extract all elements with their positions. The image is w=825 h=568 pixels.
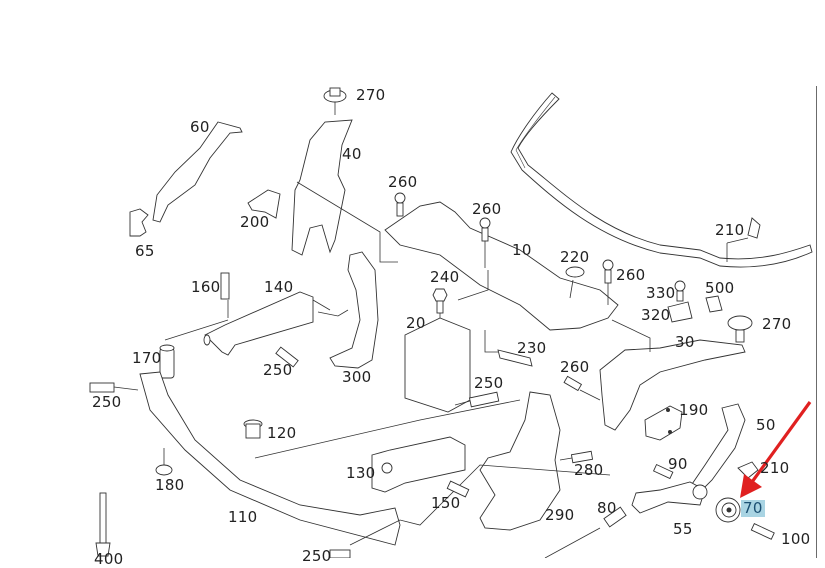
callout-290[interactable]: 290 bbox=[545, 506, 575, 524]
bolt-90 bbox=[652, 463, 674, 480]
rivet-400 bbox=[95, 492, 111, 557]
callout-500[interactable]: 500 bbox=[705, 279, 735, 297]
callout-140[interactable]: 140 bbox=[264, 278, 294, 296]
sleeve-80 bbox=[544, 506, 627, 559]
bolt-260-mid bbox=[563, 375, 601, 401]
bracket-190 bbox=[644, 405, 683, 441]
callout-250[interactable]: 250 bbox=[92, 393, 122, 411]
callout-270[interactable]: 270 bbox=[356, 86, 386, 104]
callout-230[interactable]: 230 bbox=[517, 339, 547, 357]
bracket-290 bbox=[479, 391, 561, 531]
callout-70-highlighted[interactable]: 70 bbox=[741, 499, 765, 517]
bracket-20 bbox=[404, 270, 489, 413]
clip-210 bbox=[726, 217, 761, 262]
callout-400[interactable]: 400 bbox=[94, 550, 124, 568]
bracket-230 bbox=[484, 330, 533, 367]
callout-260[interactable]: 260 bbox=[560, 358, 590, 376]
control-arm-50 bbox=[631, 403, 746, 514]
cap-120 bbox=[243, 419, 263, 439]
callout-270[interactable]: 270 bbox=[762, 315, 792, 333]
callout-10[interactable]: 10 bbox=[512, 241, 532, 259]
callout-210[interactable]: 210 bbox=[760, 459, 790, 477]
callout-250[interactable]: 250 bbox=[474, 374, 504, 392]
callout-55[interactable]: 55 bbox=[673, 520, 693, 538]
callout-320[interactable]: 320 bbox=[641, 306, 671, 324]
bolt-270-top bbox=[323, 87, 347, 115]
bolts-260 bbox=[394, 192, 614, 305]
bushing-70 bbox=[715, 497, 741, 523]
callout-330[interactable]: 330 bbox=[646, 284, 676, 302]
callout-260[interactable]: 260 bbox=[616, 266, 646, 284]
callout-260[interactable]: 260 bbox=[388, 173, 418, 191]
callout-190[interactable]: 190 bbox=[679, 401, 709, 419]
callout-240[interactable]: 240 bbox=[430, 268, 460, 286]
callout-200[interactable]: 200 bbox=[240, 213, 270, 231]
callout-40[interactable]: 40 bbox=[342, 145, 362, 163]
sleeve-170 bbox=[159, 344, 175, 379]
callout-180[interactable]: 180 bbox=[155, 476, 185, 494]
crossmember-10 bbox=[384, 201, 619, 331]
callout-30[interactable]: 30 bbox=[675, 333, 695, 351]
callout-300[interactable]: 300 bbox=[342, 368, 372, 386]
callout-110[interactable]: 110 bbox=[228, 508, 258, 526]
arm-140 bbox=[164, 272, 331, 356]
callout-50[interactable]: 50 bbox=[756, 416, 776, 434]
bolt-280 bbox=[559, 450, 594, 464]
callout-250[interactable]: 250 bbox=[263, 361, 293, 379]
bolt-100 bbox=[750, 523, 775, 540]
bolts-250 bbox=[89, 346, 500, 559]
bracket-60 bbox=[152, 121, 243, 223]
callout-170[interactable]: 170 bbox=[132, 349, 162, 367]
bumper-beam-110 bbox=[139, 371, 611, 546]
bracket-30 bbox=[599, 319, 746, 431]
callout-130[interactable]: 130 bbox=[346, 464, 376, 482]
bracket-200 bbox=[247, 189, 281, 219]
callout-65[interactable]: 65 bbox=[135, 242, 155, 260]
callout-20[interactable]: 20 bbox=[406, 314, 426, 332]
bracket-300 bbox=[317, 251, 379, 369]
frame-border bbox=[816, 86, 817, 558]
callout-160[interactable]: 160 bbox=[191, 278, 221, 296]
bracket-65 bbox=[129, 208, 149, 237]
fasteners-right bbox=[667, 280, 753, 343]
callout-210[interactable]: 210 bbox=[715, 221, 745, 239]
callout-90[interactable]: 90 bbox=[668, 455, 688, 473]
cap-180 bbox=[155, 448, 173, 476]
callout-280[interactable]: 280 bbox=[574, 461, 604, 479]
stabilizer-bar bbox=[510, 92, 813, 268]
callout-260[interactable]: 260 bbox=[472, 200, 502, 218]
bracket-130 bbox=[371, 436, 470, 498]
plug-220 bbox=[565, 266, 585, 299]
callout-250[interactable]: 250 bbox=[302, 547, 332, 565]
callout-80[interactable]: 80 bbox=[597, 499, 617, 517]
highlight-arrow bbox=[740, 401, 812, 498]
callout-60[interactable]: 60 bbox=[190, 118, 210, 136]
callout-100[interactable]: 100 bbox=[781, 530, 811, 548]
callout-120[interactable]: 120 bbox=[267, 424, 297, 442]
bracket-40 bbox=[291, 119, 398, 263]
callout-220[interactable]: 220 bbox=[560, 248, 590, 266]
callout-150[interactable]: 150 bbox=[431, 494, 461, 512]
